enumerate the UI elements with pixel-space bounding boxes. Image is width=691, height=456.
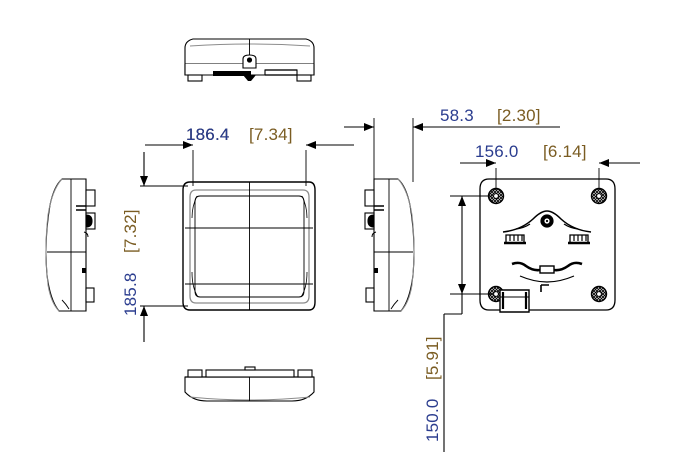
right-side-view bbox=[364, 178, 415, 312]
dimension-height-front bbox=[140, 152, 188, 342]
dim-150-0-mm-text: 150.0 bbox=[423, 398, 442, 442]
dim-186-4-inch-text: [7.34] bbox=[249, 125, 293, 144]
front-view bbox=[182, 181, 316, 311]
dim-185-8-mm-text: 185.8 bbox=[121, 272, 140, 316]
dim-58-3-mm-text: 58.3 bbox=[440, 106, 474, 125]
center-hub bbox=[502, 210, 592, 233]
dimension-depth-side bbox=[344, 118, 560, 182]
dim-150-0-inch-text: [5.91] bbox=[423, 336, 442, 380]
dimension-186-4-mm: 186.4 bbox=[186, 125, 230, 144]
rear-view bbox=[479, 178, 616, 313]
bottom-view bbox=[184, 366, 315, 402]
dimension-width-front bbox=[145, 141, 354, 186]
connector-port bbox=[499, 289, 530, 313]
bracket-right bbox=[568, 234, 590, 245]
dim-58-3-inch-text: [2.30] bbox=[497, 106, 541, 125]
lower-bracket bbox=[511, 261, 583, 292]
left-side-view bbox=[45, 178, 96, 312]
top-view bbox=[184, 38, 315, 82]
dimension-height-rear bbox=[443, 195, 492, 452]
dimension-width-rear bbox=[460, 159, 640, 190]
mounting-screw bbox=[590, 285, 608, 303]
dim-185-8-inch-text: [7.32] bbox=[121, 209, 140, 253]
dim-156-0-mm-text: 156.0 bbox=[475, 142, 519, 161]
dim-186-4-mm-text: 186.4 bbox=[186, 125, 230, 144]
dim-156-0-inch-text: [6.14] bbox=[543, 142, 587, 161]
bracket-left bbox=[504, 234, 526, 245]
mounting-screw bbox=[590, 187, 608, 205]
